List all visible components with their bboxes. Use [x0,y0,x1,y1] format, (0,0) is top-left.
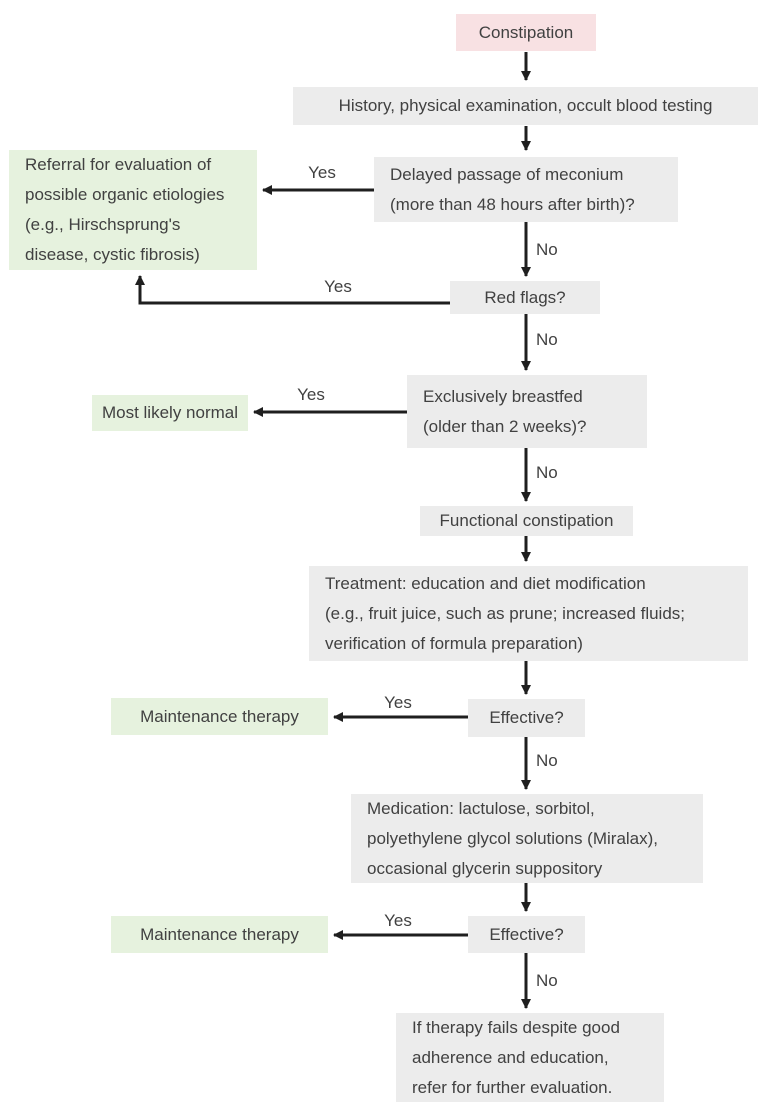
edge-label-no-redflags: No [536,330,558,349]
node-functional-constipation: Functional constipation [420,506,633,536]
edge-label-yes-meconium: Yes [308,163,336,182]
node-constipation: Constipation [456,14,596,51]
node-medication: Medication: lactulose, sorbitol, polyeth… [351,794,703,883]
edge-redflags-referral-yes [135,275,450,305]
node-maintenance-therapy-1: Maintenance therapy [111,698,328,735]
edge-label-no-effective1: No [536,751,558,770]
edge-label-no-breastfed: No [536,463,558,482]
node-maintenance-therapy-2: Maintenance therapy [111,916,328,953]
node-delayed-meconium: Delayed passage of meconium (more than 4… [374,157,678,222]
node-referral-organic: Referral for evaluation of possible orga… [9,150,257,270]
node-red-flags: Red flags? [450,281,600,314]
edge-label-no-effective2: No [536,971,558,990]
node-history-exam: History, physical examination, occult bl… [293,87,758,125]
node-effective-1: Effective? [468,699,585,737]
node-treatment-diet: Treatment: education and diet modificati… [309,566,748,661]
edge-label-yes-breastfed: Yes [297,385,325,404]
node-refer-further-evaluation: If therapy fails despite good adherence … [396,1013,664,1102]
edge-label-yes-redflags: Yes [324,277,352,296]
edge-label-yes-effective2: Yes [384,911,412,930]
node-most-likely-normal: Most likely normal [92,395,248,431]
node-effective-2: Effective? [468,916,585,953]
node-exclusively-breastfed: Exclusively breastfed (older than 2 week… [407,375,647,448]
edge-label-yes-effective1: Yes [384,693,412,712]
edge-label-no-meconium: No [536,240,558,259]
